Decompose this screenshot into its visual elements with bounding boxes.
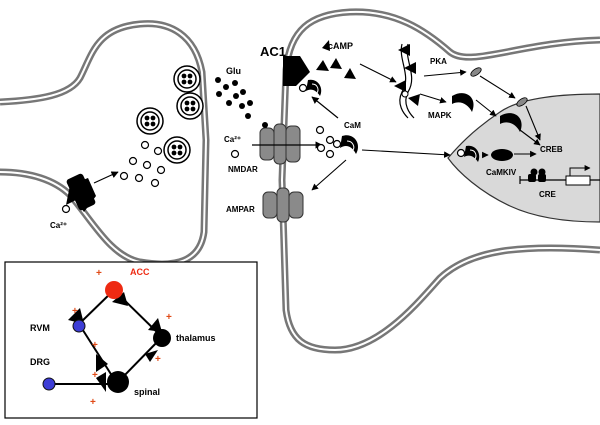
camkiv <box>491 149 513 161</box>
vesicle <box>173 65 201 93</box>
ampar-channel <box>262 187 304 223</box>
label-pka: PKA <box>430 57 447 66</box>
label-ac1: AC1 <box>260 44 286 59</box>
postsynaptic-calcium-ions <box>315 125 335 159</box>
label-nmdar: NMDAR <box>228 165 258 174</box>
label-thalamus: thalamus <box>176 333 216 343</box>
label-camp: cAMP <box>328 41 353 51</box>
plus-sign: + <box>96 268 102 279</box>
nucleus <box>447 93 600 223</box>
thalamus-node <box>153 329 171 347</box>
label-rvm: RVM <box>30 323 50 333</box>
nmdar-channel <box>259 122 301 165</box>
cam-complex-ac1 <box>298 79 322 96</box>
label-cam: CaM <box>344 121 361 130</box>
label-creb: CREB <box>540 145 563 154</box>
postsynaptic-neuron <box>278 8 600 354</box>
inset-circuit-panel: ACC RVM thalamus DRG spinal + + + + + + … <box>4 261 258 419</box>
vesicle <box>176 92 204 120</box>
plus-sign: + <box>72 306 78 317</box>
presynaptic-calcium-ions <box>61 140 166 214</box>
label-camkiv: CaMKIV <box>486 168 517 177</box>
drg-node <box>42 377 56 391</box>
pka-enzyme <box>394 43 420 119</box>
vesicle <box>136 107 164 135</box>
rvm-node <box>72 319 86 333</box>
vesicles <box>136 65 204 164</box>
plus-sign: + <box>90 397 96 408</box>
camp-molecules <box>316 40 356 79</box>
glutamate <box>215 77 253 119</box>
plus-sign: + <box>92 340 98 351</box>
calcium-ion-post <box>230 149 240 159</box>
spinal-node <box>107 371 129 393</box>
label-spinal: spinal <box>134 387 160 397</box>
cam-complex-nucleus <box>456 145 480 162</box>
pathway-arrows <box>311 63 541 191</box>
plus-sign: + <box>92 370 98 381</box>
mapk-enzyme <box>452 93 474 112</box>
pka-catalytic-subunit-nucleus <box>516 97 528 107</box>
cam-complex <box>332 135 359 154</box>
label-ampar: AMPAR <box>226 205 255 214</box>
label-ca-post: Ca²⁺ <box>224 135 241 144</box>
label-cre: CRE <box>539 190 557 199</box>
mapk-nuclear <box>500 113 522 132</box>
acc-node <box>105 281 123 299</box>
cam-to-ac1-arrow <box>311 96 339 119</box>
label-drg: DRG <box>30 357 50 367</box>
label-mapk: MAPK <box>428 111 452 120</box>
vesicle <box>163 136 191 164</box>
label-ca-pre: Ca²⁺ <box>50 221 67 230</box>
circuit-synapses <box>68 292 162 392</box>
plus-signs: + + + + + + + <box>72 268 172 408</box>
plus-sign: + <box>155 354 161 365</box>
pka-catalytic-subunit <box>470 67 482 77</box>
dna-cre <box>519 165 600 186</box>
calcium-influx-arrow <box>93 171 119 184</box>
label-acc: ACC <box>130 267 150 277</box>
plus-sign: + <box>166 312 172 323</box>
label-glu: Glu <box>226 66 241 76</box>
presynaptic-calcium-channel <box>66 173 96 212</box>
ac1-enzyme <box>283 56 310 86</box>
